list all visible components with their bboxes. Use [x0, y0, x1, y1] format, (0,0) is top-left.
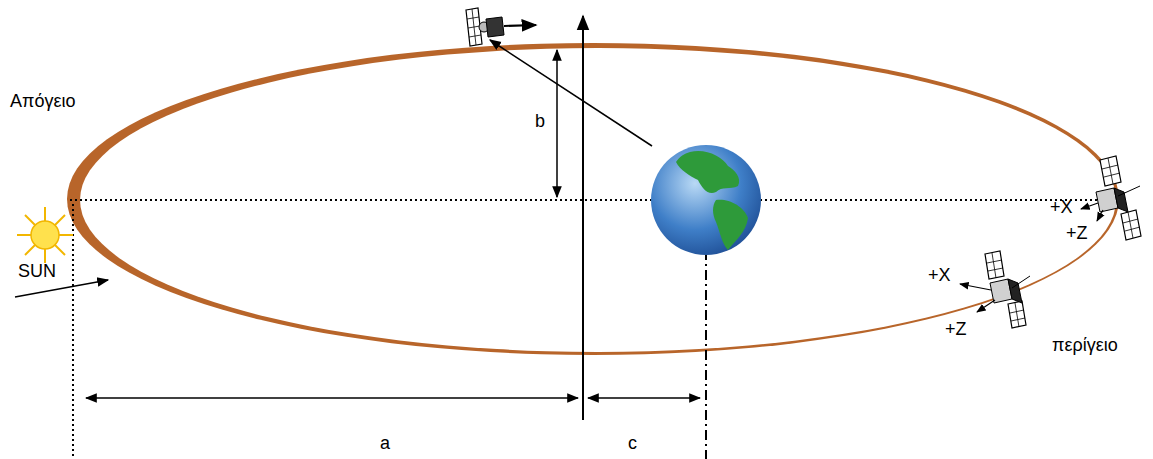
perigee-label: περίγειο: [1052, 336, 1118, 356]
orbit-ring: [67, 43, 1119, 355]
apogee-mark: [72, 204, 74, 459]
c-dimension: [588, 397, 700, 399]
sun: [17, 207, 73, 263]
dimension-label: a: [380, 434, 390, 454]
sun-label: SUN: [18, 262, 56, 282]
axis-label: +X: [928, 266, 951, 286]
apse-line: [70, 199, 1118, 201]
axis-label: +Z: [945, 320, 967, 340]
continent: [713, 200, 748, 250]
radius-vector: [490, 40, 652, 146]
focus-mark: [705, 250, 707, 459]
b-dimension: [556, 50, 558, 197]
earth: [651, 145, 761, 255]
axis-label: +Z: [1066, 224, 1088, 244]
minor-axis: [582, 16, 584, 420]
continent: [676, 151, 739, 193]
satellite: [960, 251, 1030, 328]
sun-direction: [15, 280, 108, 297]
dimension-label: c: [628, 434, 637, 454]
dimension-label: b: [535, 112, 545, 132]
satellite: [1081, 156, 1141, 240]
axis-label: +X: [1050, 198, 1073, 218]
satellite: [466, 8, 536, 46]
a-dimension: [86, 397, 578, 399]
apogee-label: Απόγειο: [10, 92, 75, 112]
